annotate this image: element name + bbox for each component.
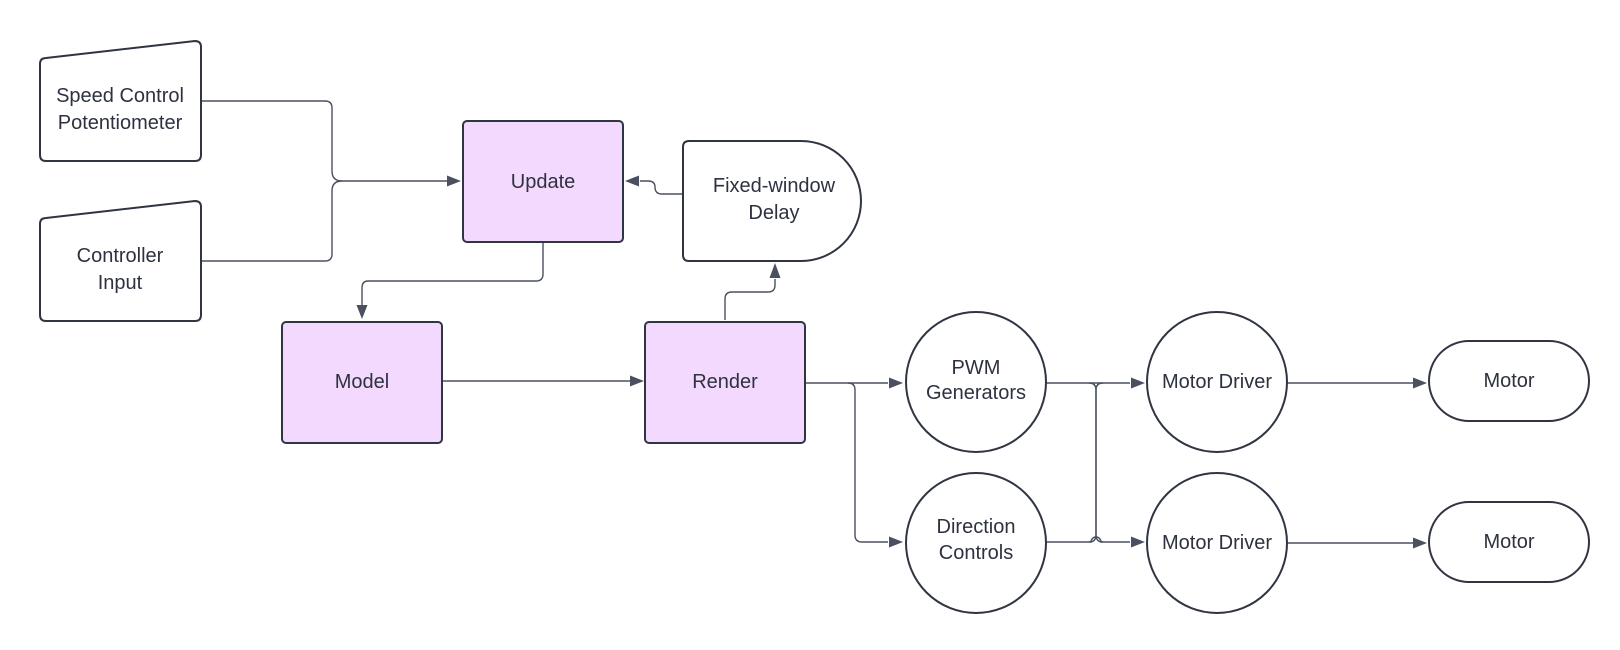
pwm-label-1: PWM: [952, 357, 1001, 379]
arrowhead: [630, 375, 644, 387]
edge-render-to-delay: [724, 279, 776, 320]
speed-control-label-1: Speed Control: [56, 85, 184, 107]
model-label: Model: [335, 371, 389, 393]
controller-input-label-1: Controller: [77, 245, 164, 267]
motor-driver-2-label: Motor Driver: [1162, 532, 1272, 554]
edge-controller-to-update: [201, 180, 343, 262]
direction-label-1: Direction: [937, 516, 1016, 538]
arrowhead: [889, 536, 903, 548]
delay-label-1: Fixed-window: [713, 175, 836, 197]
arrowhead: [769, 263, 781, 278]
render-node: Render: [644, 321, 806, 444]
arrowhead: [447, 175, 461, 187]
motor-1-label: Motor: [1483, 370, 1534, 392]
motor-driver-2-node: Motor Driver: [1146, 472, 1288, 614]
direction-node: Direction Controls: [905, 472, 1047, 614]
edge-direction-to-driver-2: [1046, 536, 1130, 543]
connectors: [201, 100, 1427, 549]
edge-speed-to-update: [201, 100, 448, 182]
motor-driver-1-node: Motor Driver: [1146, 311, 1288, 453]
arrowhead: [625, 175, 639, 187]
controller-input-node: Controller Input: [39, 199, 202, 322]
pwm-node: PWM Generators: [905, 311, 1047, 453]
model-node: Model: [281, 321, 443, 444]
speed-control-label-2: Potentiometer: [58, 112, 183, 134]
controller-input-label-2: Input: [98, 272, 143, 294]
arrowhead: [1131, 377, 1145, 389]
arrowhead: [1131, 536, 1145, 548]
render-label: Render: [692, 371, 758, 393]
motor-1-node: Motor: [1428, 340, 1590, 422]
update-node: Update: [462, 120, 624, 243]
edge-direction-to-driver-1: [1088, 382, 1104, 543]
motor-driver-1-label: Motor Driver: [1162, 371, 1272, 393]
arrowhead: [1413, 537, 1427, 549]
update-label: Update: [511, 171, 576, 193]
arrowhead: [889, 377, 903, 389]
arrowhead: [356, 305, 368, 319]
edge-render-to-direction: [847, 382, 888, 543]
edge-update-to-model: [361, 242, 544, 305]
edge-delay-to-update: [640, 180, 683, 195]
pwm-label-2: Generators: [926, 382, 1026, 404]
delay-label-2: Delay: [748, 202, 799, 224]
motor-2-label: Motor: [1483, 531, 1534, 553]
delay-node: Fixed-window Delay: [682, 140, 862, 262]
arrowhead: [1413, 377, 1427, 389]
speed-control-node: Speed Control Potentiometer: [39, 39, 202, 162]
motor-2-node: Motor: [1428, 501, 1590, 583]
direction-label-2: Controls: [939, 542, 1013, 564]
